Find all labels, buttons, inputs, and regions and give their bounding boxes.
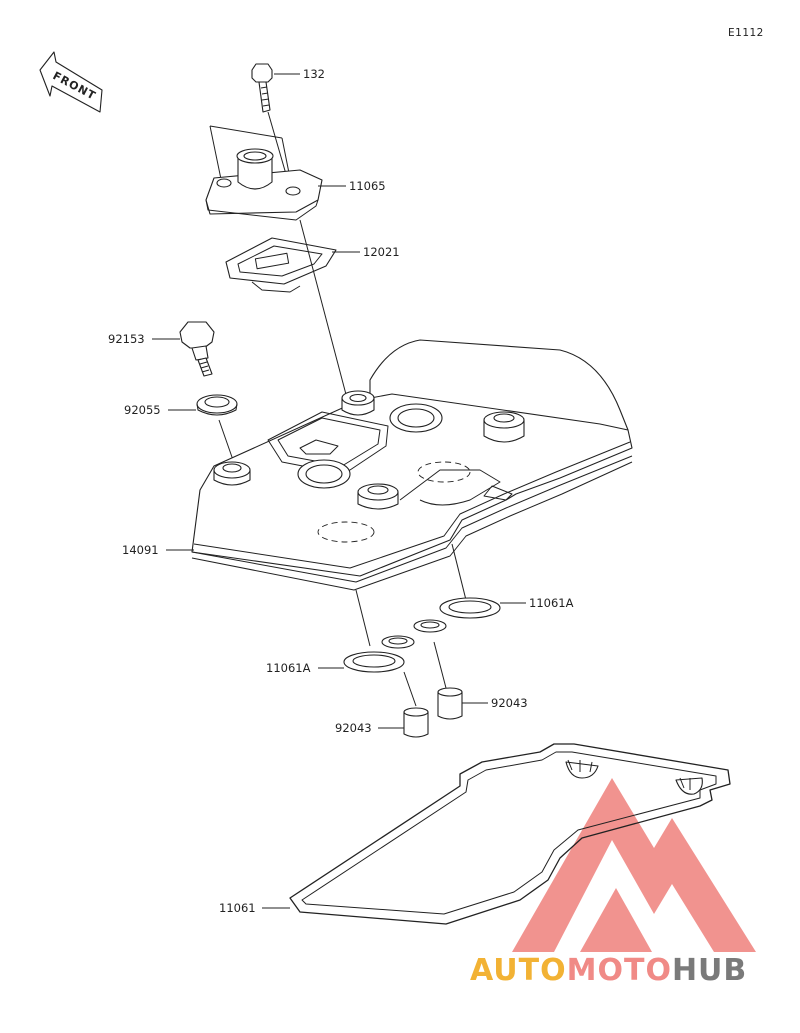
label-11065: 11065 [349,179,386,193]
label-92043-left: 92043 [335,721,372,735]
label-14091: 14091 [122,543,159,557]
part-dowel-92043-right [437,687,463,720]
watermark-text: AUTOMOTOHUB [470,953,747,988]
label-132: 132 [303,67,325,81]
part-dowel-92043-left [403,707,429,738]
label-11061: 11061 [219,901,256,915]
watermark-moto: MOTO [567,953,672,988]
part-reed-valve-12021 [225,237,337,293]
diagram-code: E1112 [728,27,764,39]
front-arrow-icon: FRONT [39,51,103,113]
label-92055: 92055 [124,403,161,417]
part-seal-11061A-right [413,597,501,633]
part-breather-cover-11065 [205,148,323,221]
part-bolt-92153 [179,321,215,377]
part-seal-11061A-left [343,635,415,673]
part-washer-92055 [196,394,238,416]
label-92153: 92153 [108,332,145,346]
label-12021: 12021 [363,245,400,259]
watermark-logo: AUTOMOTOHUB [470,778,756,988]
label-11061A-right: 11061A [529,596,574,610]
part-gasket-11061 [289,743,731,925]
watermark-hub: HUB [672,953,747,988]
part-head-cover-14091 [191,339,633,591]
label-92043-right: 92043 [491,696,528,710]
label-11061A-left: 11061A [266,661,311,675]
watermark-auto: AUTO [470,953,567,988]
part-bolt-132 [251,63,273,113]
